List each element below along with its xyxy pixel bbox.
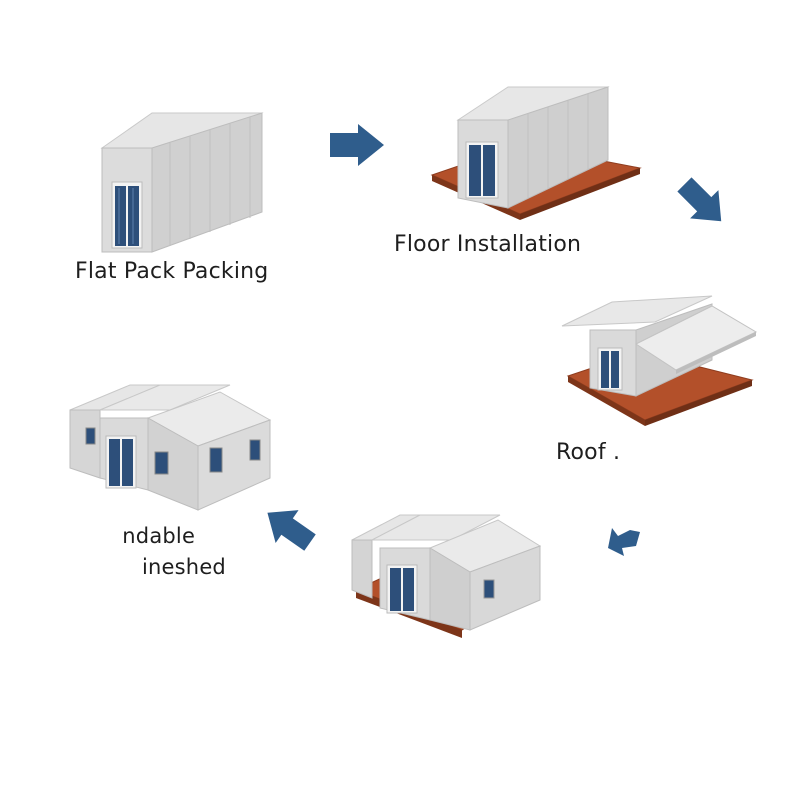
label-expandable: ndable (120, 524, 196, 548)
arrow-right-icon (330, 124, 384, 166)
arrow-down-left-icon (608, 528, 640, 556)
label-finished: ineshed (142, 555, 226, 579)
arrow-down-right-icon (677, 177, 722, 222)
label-flat-pack-packing: Flat Pack Packing (75, 259, 269, 284)
label-floor-installation: Floor Installation (394, 232, 582, 257)
arrow-up-left-icon (267, 510, 316, 551)
label-roof: Roof . (556, 440, 621, 465)
